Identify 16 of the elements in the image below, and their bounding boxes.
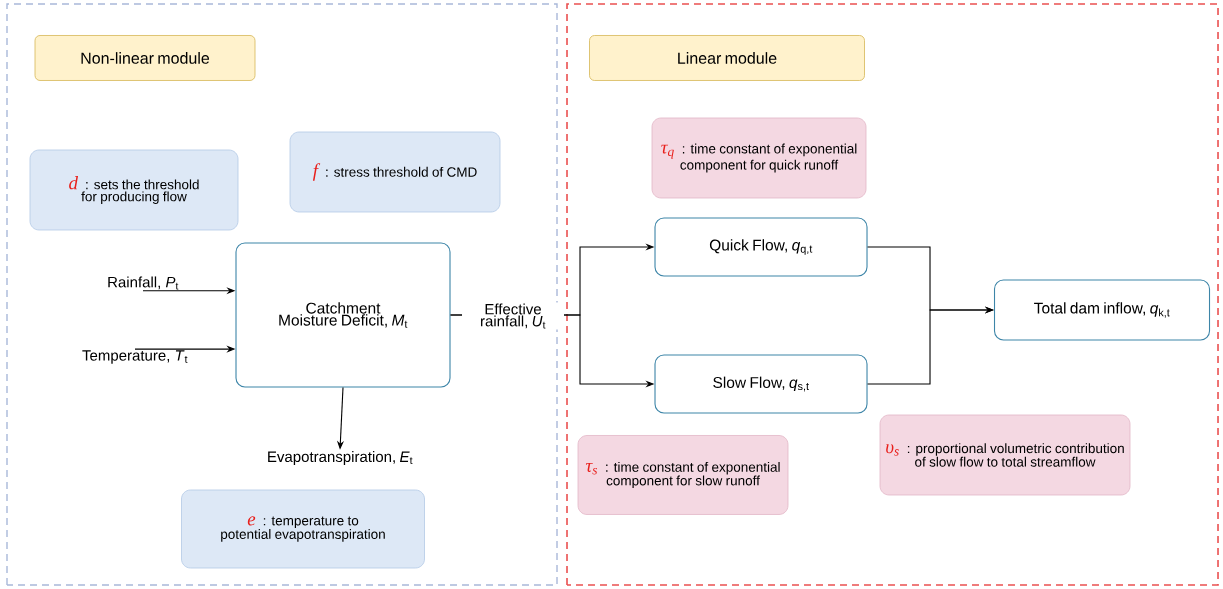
- edge-label: Effective rainfall, U$_{t}$: [462, 302, 564, 330]
- process-box: Quick Flow, q$_{q,t}$: [654, 217, 868, 277]
- parameter-box: τ$_{s}$ : time constant of exponential component for slow runoff: [577, 435, 789, 515]
- module-heading: Non-linear module: [34, 35, 256, 81]
- process-box: Total dam inflow, q$_{k,t}$: [993, 279, 1211, 341]
- module-heading: Linear module: [589, 35, 865, 81]
- input-label: Rainfall, P$_{t}$: [108, 276, 179, 290]
- parameter-box: υ$_{s}$ : proportional volumetric contribution of slow flow to total streamflow: [879, 414, 1131, 496]
- parameter-box: τ$_{q}$ : time constant of exponential component for quick runoff: [651, 117, 867, 199]
- process-box: Slow Flow, q$_{s,t}$: [654, 354, 868, 414]
- output-label: Evapotranspiration, E$_{t}$: [268, 451, 413, 465]
- parameter-box: d : sets the threshold for producing flow: [29, 149, 239, 231]
- parameter-box: e : temperature to potential evapotranspiration: [181, 489, 425, 569]
- parameter-box: f : stress threshold of CMD: [289, 131, 501, 213]
- input-label: Temperature, T$_{t}$: [82, 350, 188, 364]
- process-box: Catchment Moisture Deficit, M$_{t}$: [235, 242, 451, 388]
